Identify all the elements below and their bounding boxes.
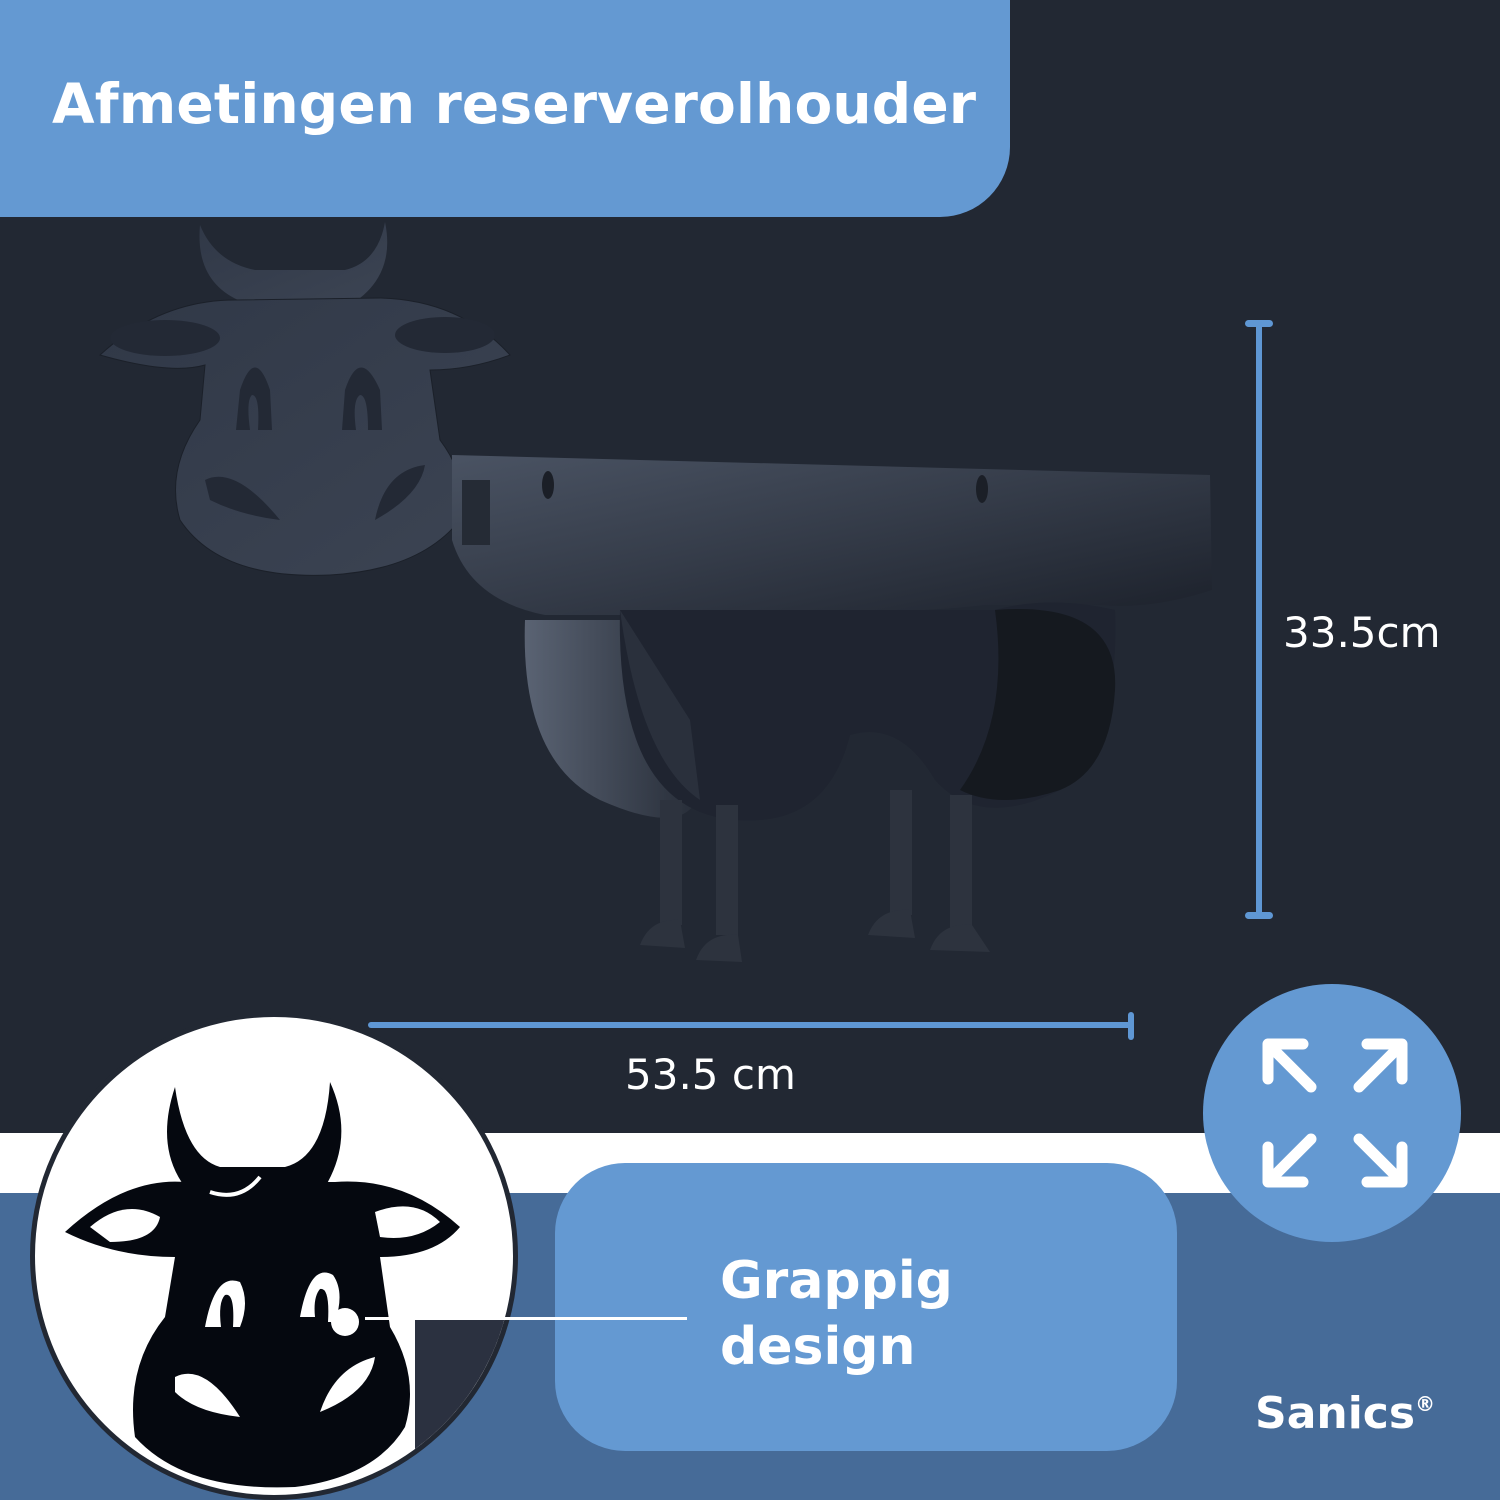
width-dimension-label: 53.5 cm	[625, 1050, 796, 1099]
height-dimension-bottom-cap	[1245, 912, 1273, 919]
cow-legs	[640, 790, 990, 962]
cow-body-shape	[452, 455, 1212, 821]
expand-arrows-icon	[1262, 1038, 1408, 1188]
height-dimension-label: 33.5cm	[1283, 608, 1441, 657]
cow-head-shape	[99, 222, 511, 576]
cow-toilet-roll-holder-image	[99, 222, 1212, 962]
callout-box	[555, 1163, 1177, 1451]
brand-logo: Sanics®	[1255, 1388, 1435, 1439]
registered-mark: ®	[1415, 1392, 1436, 1416]
callout-line-1: Grappig	[720, 1251, 953, 1311]
height-dimension-line	[1256, 320, 1262, 916]
callout-line-2: design	[720, 1317, 916, 1377]
page-title: Afmetingen reserverolhouder	[52, 72, 977, 136]
header-banner: Afmetingen reserverolhouder	[0, 0, 1010, 217]
width-dimension-line	[368, 1022, 1132, 1028]
width-dimension-right-cap	[1128, 1012, 1134, 1040]
callout-connector-line	[365, 1317, 687, 1320]
brand-name: Sanics	[1255, 1388, 1416, 1439]
cow-face-detail-circle	[30, 1012, 518, 1500]
expand-badge	[1203, 984, 1461, 1242]
callout-text: Grappig design	[720, 1248, 953, 1380]
cow-face-detail-image	[65, 1082, 513, 1495]
